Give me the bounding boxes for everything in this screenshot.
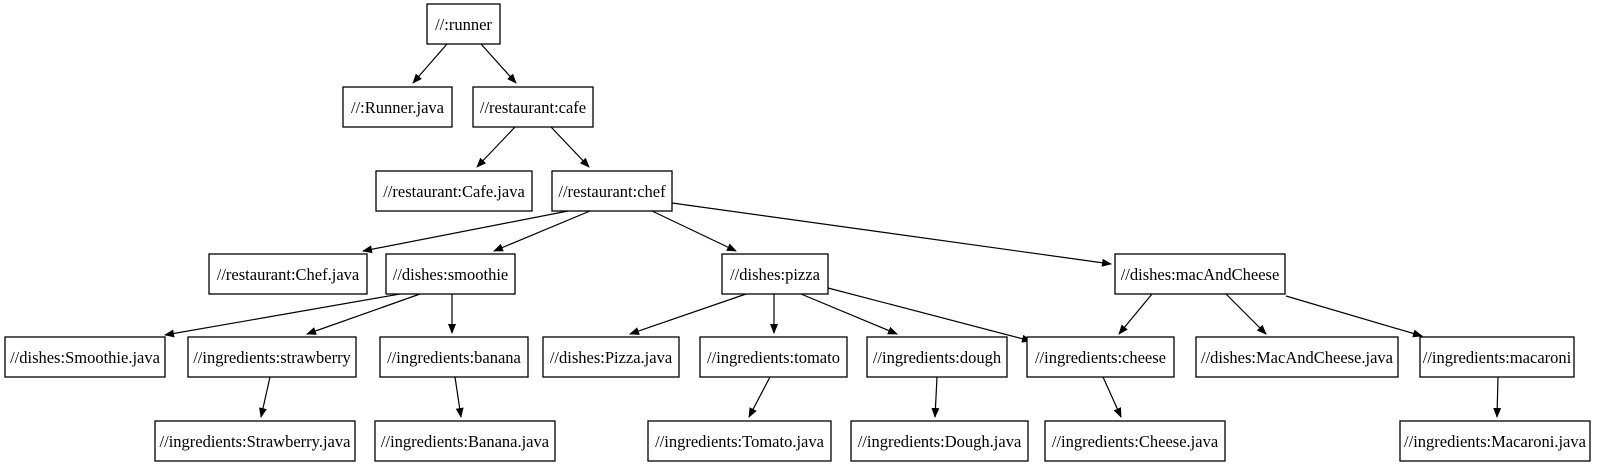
node-runner_java: //:Runner.java — [342, 86, 453, 128]
node-box-macandcheese_java — [1195, 336, 1399, 378]
edge-tomato-tomato_java — [748, 376, 771, 418]
node-chef_java: //restaurant:Chef.java — [208, 253, 368, 295]
edge-pizza-cheese — [827, 287, 1032, 343]
node-pizza: //dishes:pizza — [721, 253, 829, 295]
node-box-tomato_java — [647, 420, 832, 462]
node-label-banana_java: //ingredients:Banana.java — [381, 432, 550, 451]
edge-cafe-chef — [550, 126, 590, 168]
node-box-cheese_java — [1044, 420, 1226, 462]
node-smoothie: //dishes:smoothie — [385, 253, 516, 295]
node-box-cafe — [472, 86, 594, 128]
nodes-layer: //:runner //:Runner.java //restaurant:cafe… — [4, 3, 1591, 462]
node-box-pizza_java — [542, 336, 680, 378]
node-label-smoothie_java: //dishes:Smoothie.java — [10, 348, 161, 367]
edge-chef-macandcheese — [671, 202, 1112, 267]
node-box-chef — [551, 170, 673, 212]
node-label-banana: //ingredients:banana — [387, 348, 521, 367]
node-box-macaroni — [1419, 336, 1575, 378]
edge-runner-cafe — [480, 43, 517, 84]
node-box-macandcheese — [1114, 253, 1286, 295]
node-dough: //ingredients:dough — [866, 336, 1008, 378]
node-box-chef_java — [208, 253, 368, 295]
node-box-tomato — [699, 336, 848, 378]
node-label-chef_java: //restaurant:Chef.java — [217, 265, 360, 284]
node-macandcheese: //dishes:macAndCheese — [1114, 253, 1286, 295]
node-label-macaroni: //ingredients:macaroni — [1423, 348, 1572, 367]
node-box-strawberry_java — [154, 420, 356, 462]
node-macaroni_java: //ingredients:Macaroni.java — [1399, 420, 1591, 462]
node-chef: //restaurant:chef — [551, 170, 673, 212]
node-box-runner — [426, 3, 501, 45]
node-smoothie_java: //dishes:Smoothie.java — [4, 336, 166, 378]
edge-macandcheese-macandcheese_java — [1225, 293, 1267, 335]
node-tomato_java: //ingredients:Tomato.java — [647, 420, 832, 462]
node-macaroni: //ingredients:macaroni — [1419, 336, 1575, 378]
node-box-cheese — [1026, 336, 1175, 378]
node-label-strawberry: //ingredients:strawberry — [193, 348, 351, 367]
node-dough_java: //ingredients:Dough.java — [850, 420, 1029, 462]
node-label-cheese_java: //ingredients:Cheese.java — [1052, 432, 1219, 451]
node-pizza_java: //dishes:Pizza.java — [542, 336, 680, 378]
node-box-pizza — [721, 253, 829, 295]
node-tomato: //ingredients:tomato — [699, 336, 848, 378]
node-label-dough_java: //ingredients:Dough.java — [858, 432, 1022, 451]
node-label-macaroni_java: //ingredients:Macaroni.java — [1404, 432, 1587, 451]
node-banana_java: //ingredients:Banana.java — [374, 420, 556, 462]
edges-layer — [164, 43, 1502, 418]
edge-runner-runner_java — [412, 43, 448, 84]
edge-dough-dough_java — [931, 376, 940, 418]
node-box-cafe_java — [375, 170, 533, 212]
edge-strawberry-strawberry_java — [259, 376, 271, 418]
edge-cafe-cafe_java — [476, 126, 516, 168]
node-box-macaroni_java — [1399, 420, 1591, 462]
node-label-pizza_java: //dishes:Pizza.java — [550, 348, 673, 367]
node-label-cheese: //ingredients:cheese — [1035, 348, 1166, 367]
node-label-runner: //:runner — [435, 15, 492, 34]
edge-smoothie-smoothie_java — [164, 293, 401, 338]
edge-smoothie-strawberry — [306, 293, 421, 335]
node-label-dough: //ingredients:dough — [873, 348, 1002, 367]
node-label-macandcheese_java: //dishes:MacAndCheese.java — [1201, 348, 1394, 367]
node-label-tomato_java: //ingredients:Tomato.java — [655, 432, 825, 451]
node-box-banana_java — [374, 420, 556, 462]
node-cafe: //restaurant:cafe — [472, 86, 594, 128]
node-label-smoothie: //dishes:smoothie — [393, 265, 509, 284]
node-box-smoothie_java — [4, 336, 166, 378]
edge-cheese-cheese_java — [1102, 376, 1122, 418]
edge-chef-smoothie — [493, 210, 591, 252]
edge-banana-banana_java — [454, 376, 464, 418]
node-label-tomato: //ingredients:tomato — [707, 348, 840, 367]
node-box-strawberry — [187, 336, 357, 378]
edge-pizza-pizza_java — [629, 293, 747, 335]
node-banana: //ingredients:banana — [379, 336, 529, 378]
edge-chef-pizza — [651, 210, 737, 252]
node-box-smoothie — [385, 253, 516, 295]
node-runner: //:runner — [426, 3, 501, 45]
node-box-dough_java — [850, 420, 1029, 462]
node-label-macandcheese: //dishes:macAndCheese — [1121, 265, 1280, 284]
node-box-banana — [379, 336, 529, 378]
node-label-pizza: //dishes:pizza — [730, 265, 820, 284]
node-label-strawberry_java: //ingredients:Strawberry.java — [160, 432, 352, 451]
node-cafe_java: //restaurant:Cafe.java — [375, 170, 533, 212]
edge-chef-chef_java — [362, 210, 569, 254]
node-label-cafe_java: //restaurant:Cafe.java — [383, 182, 525, 201]
node-macandcheese_java: //dishes:MacAndCheese.java — [1195, 336, 1399, 378]
node-box-runner_java — [342, 86, 453, 128]
node-label-chef: //restaurant:chef — [558, 182, 666, 201]
node-cheese: //ingredients:cheese — [1026, 336, 1175, 378]
edge-macandcheese-cheese — [1118, 293, 1153, 335]
node-strawberry_java: //ingredients:Strawberry.java — [154, 420, 356, 462]
node-box-dough — [866, 336, 1008, 378]
node-cheese_java: //ingredients:Cheese.java — [1044, 420, 1226, 462]
edge-macandcheese-macaroni — [1285, 295, 1423, 338]
edge-pizza-dough — [800, 293, 898, 335]
node-strawberry: //ingredients:strawberry — [187, 336, 357, 378]
edge-macaroni-macaroni_java — [1493, 376, 1502, 418]
node-label-runner_java: //:Runner.java — [351, 98, 445, 117]
node-label-cafe: //restaurant:cafe — [480, 98, 586, 117]
